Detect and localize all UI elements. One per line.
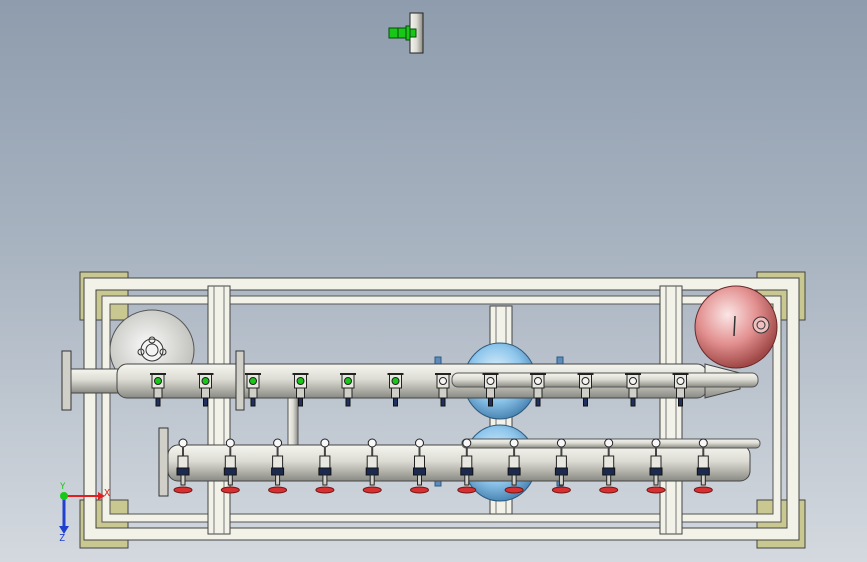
lower-valve[interactable] — [457, 438, 477, 494]
upper-valve[interactable] — [245, 373, 261, 407]
upper-valve[interactable] — [577, 373, 594, 407]
lower-valve[interactable] — [268, 438, 288, 494]
riser-pipe — [287, 397, 299, 447]
coordinate-triad: X Y Z — [50, 482, 111, 546]
lower-valve[interactable] — [220, 438, 240, 494]
upper-valve[interactable] — [387, 373, 404, 407]
upper-valve[interactable] — [482, 373, 499, 407]
lower-valve[interactable] — [173, 438, 193, 494]
red-tank[interactable] — [694, 285, 778, 369]
lower-valve[interactable] — [504, 438, 524, 494]
lower-valve[interactable] — [646, 438, 666, 494]
y-axis-label: Y — [60, 482, 66, 492]
lower-valve[interactable] — [315, 438, 335, 494]
upper-valve[interactable] — [435, 373, 451, 407]
lower-valve[interactable] — [362, 438, 382, 494]
upper-valve[interactable] — [150, 373, 166, 407]
upper-valve[interactable] — [340, 373, 356, 407]
skid-frame — [79, 271, 806, 549]
x-axis-label: X — [104, 488, 111, 499]
lower-valve[interactable] — [551, 438, 571, 494]
upper-valve-row — [150, 373, 689, 407]
upper-valve[interactable] — [197, 373, 214, 407]
lower-valve-row — [173, 438, 713, 494]
view-orientation-icon[interactable] — [388, 12, 424, 54]
upper-header-pipe[interactable] — [61, 350, 759, 411]
lower-valve[interactable] — [599, 438, 619, 494]
upper-valve[interactable] — [672, 373, 689, 407]
z-axis-label: Z — [59, 533, 66, 544]
upper-valve[interactable] — [625, 373, 641, 407]
upper-valve[interactable] — [530, 373, 546, 407]
y-axis-marker — [60, 492, 68, 500]
lower-valve[interactable] — [693, 438, 713, 494]
upper-valve[interactable] — [292, 373, 309, 407]
lower-valve[interactable] — [410, 438, 429, 494]
